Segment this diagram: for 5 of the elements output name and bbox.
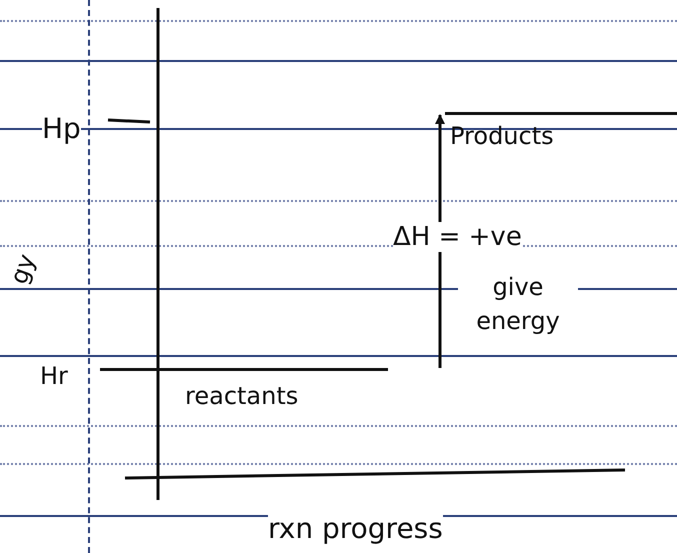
axis-title: rxn progress xyxy=(268,512,443,545)
edge-label: ΔH = +ve xyxy=(393,222,522,252)
level-label: Products xyxy=(450,122,554,150)
level-label: reactants xyxy=(185,382,298,410)
enthalpy-arrow xyxy=(435,114,445,368)
